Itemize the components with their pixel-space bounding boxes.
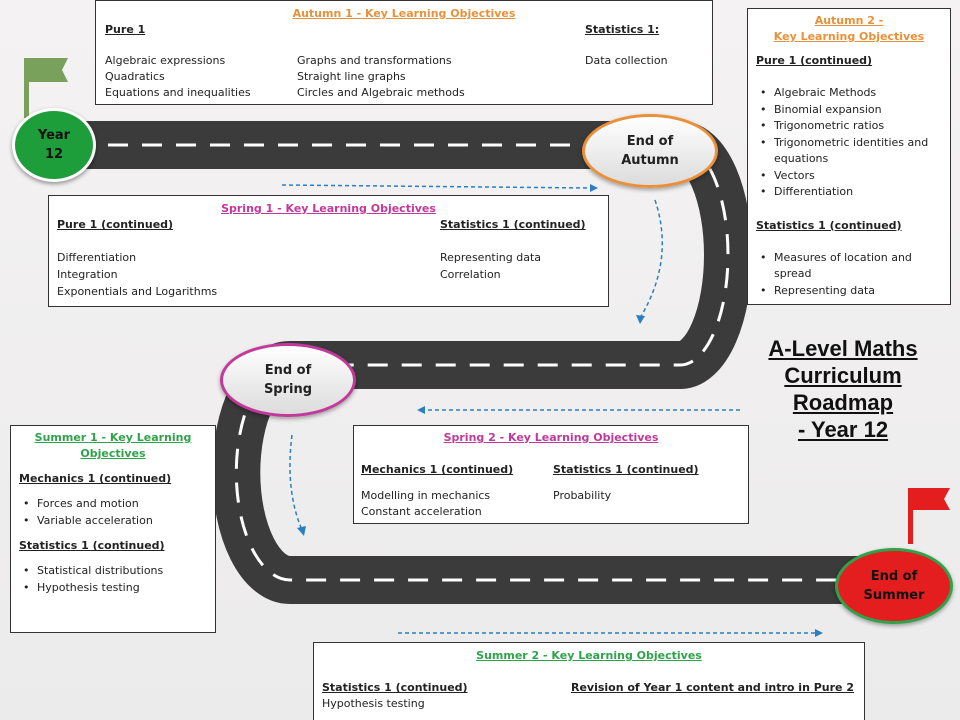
- autumn1-item: Quadratics: [105, 70, 165, 83]
- list-item: Representing data: [760, 283, 942, 300]
- spring2-stats-heading: Statistics 1 (continued): [553, 463, 699, 476]
- autumn1-item: Straight line graphs: [297, 70, 406, 83]
- start-marker-line1: Year: [37, 128, 71, 143]
- arrowhead-spring: [417, 406, 425, 414]
- list-item: Forces and motion: [23, 496, 207, 513]
- summer-marker-line2: Summer: [863, 588, 925, 603]
- list-item: Statistical distributions: [23, 563, 207, 580]
- autumn2-objectives-box: Autumn 2 - Key Learning Objectives Pure …: [747, 8, 951, 305]
- list-item: Measures of location and spread: [760, 250, 942, 283]
- list-item: Differentiation: [57, 251, 137, 264]
- spring2-mech-heading: Mechanics 1 (continued): [361, 463, 514, 476]
- arrowhead-spring-curve: [297, 526, 306, 536]
- list-item: Modelling in mechanics: [361, 489, 491, 502]
- summer2-stats-list: Hypothesis testing: [322, 696, 425, 712]
- title-line: A-Level Maths: [768, 336, 918, 361]
- summer1-stats-list: Statistical distributions Hypothesis tes…: [19, 563, 207, 596]
- summer2-stats-heading: Statistics 1 (continued): [322, 681, 468, 694]
- spring-marker-line1: End of: [264, 363, 312, 378]
- autumn1-stats-heading: Statistics 1:: [585, 23, 660, 36]
- summer1-mech-list: Forces and motion Variable acceleration: [19, 496, 207, 529]
- start-flag-icon: [24, 58, 68, 118]
- spring1-pure-list: Differentiation Integration Exponentials…: [57, 249, 217, 300]
- title-line: - Year 12: [797, 417, 889, 442]
- summer1-stats-heading: Statistics 1 (continued): [19, 539, 165, 552]
- autumn1-col2: Graphs and transformations Straight line…: [297, 53, 465, 101]
- summer1-objectives-box: Summer 1 - Key Learning Objectives Mecha…: [10, 425, 216, 633]
- autumn2-title-line2: Key Learning Objectives: [773, 30, 925, 43]
- list-item: Trigonometric identities and equations: [760, 135, 942, 168]
- autumn1-item: Equations and inequalities: [105, 86, 251, 99]
- list-item: Probability: [553, 489, 612, 502]
- spring1-stats-list: Representing data Correlation: [440, 249, 541, 283]
- start-marker-line2: 12: [44, 147, 64, 162]
- end-of-spring-marker: End of Spring: [220, 343, 356, 417]
- autumn1-col1: Algebraic expressions Quadratics Equatio…: [105, 53, 251, 101]
- list-item: Representing data: [440, 251, 542, 264]
- list-item: Algebraic Methods: [760, 85, 942, 102]
- spring1-stats-heading: Statistics 1 (continued): [440, 218, 586, 231]
- list-item: Correlation: [440, 268, 501, 281]
- year-12-start-marker: Year 12: [12, 108, 96, 182]
- summer1-mech-heading: Mechanics 1 (continued): [19, 472, 172, 485]
- page-title: A-Level Maths Curriculum Roadmap - Year …: [748, 335, 938, 443]
- spring-marker-line2: Spring: [263, 382, 313, 397]
- arrow-spring-curve: [289, 434, 303, 531]
- finish-flag-icon: [908, 488, 950, 544]
- spring2-mech-list: Modelling in mechanics Constant accelera…: [361, 488, 490, 520]
- list-item: Integration: [57, 268, 118, 281]
- summer2-revision-heading: Revision of Year 1 content and intro in …: [570, 681, 854, 694]
- arrowhead-summer: [815, 629, 823, 637]
- end-of-autumn-marker: End of Autumn: [582, 114, 718, 188]
- autumn1-item: Circles and Algebraic methods: [297, 86, 465, 99]
- list-item: Binomial expansion: [760, 102, 942, 119]
- list-item: Trigonometric ratios: [760, 118, 942, 135]
- autumn1-pure-heading: Pure 1: [105, 23, 146, 36]
- spring2-title: Spring 2 - Key Learning Objectives: [443, 431, 659, 444]
- arrowhead-autumn-curve: [636, 315, 645, 324]
- autumn-marker-line1: End of: [626, 134, 674, 149]
- summer1-title-line2: Objectives: [80, 447, 146, 460]
- autumn1-title: Autumn 1 - Key Learning Objectives: [292, 7, 516, 20]
- list-item: Hypothesis testing: [23, 580, 207, 597]
- arrow-autumn: [281, 184, 591, 189]
- autumn1-col3: Data collection: [585, 53, 668, 69]
- spring1-objectives-box: Spring 1 - Key Learning Objectives Pure …: [48, 195, 609, 307]
- summer1-title: Summer 1 - Key Learning Objectives: [19, 430, 207, 462]
- summer1-title-line1: Summer 1 - Key Learning: [34, 431, 192, 444]
- end-of-summer-marker: End of Summer: [835, 548, 953, 624]
- list-item: Hypothesis testing: [322, 697, 425, 710]
- spring1-pure-heading: Pure 1 (continued): [57, 218, 174, 231]
- spring2-objectives-box: Spring 2 - Key Learning Objectives Mecha…: [353, 425, 749, 524]
- autumn2-title: Autumn 2 - Key Learning Objectives: [756, 13, 942, 45]
- autumn2-stats-list: Measures of location and spread Represen…: [756, 250, 942, 300]
- list-item: Vectors: [760, 168, 942, 185]
- autumn2-pure-list: Algebraic Methods Binomial expansion Tri…: [756, 85, 942, 201]
- autumn2-pure-heading: Pure 1 (continued): [756, 54, 873, 67]
- arrowhead-autumn: [590, 184, 598, 192]
- spring1-title: Spring 1 - Key Learning Objectives: [221, 202, 436, 215]
- summer2-title: Summer 2 - Key Learning Objectives: [476, 649, 702, 662]
- autumn1-item: Graphs and transformations: [297, 54, 452, 67]
- list-item: Variable acceleration: [23, 513, 207, 530]
- list-item: Differentiation: [760, 184, 942, 201]
- title-line: Curriculum: [784, 363, 902, 388]
- autumn2-title-line1: Autumn 2 -: [814, 14, 884, 27]
- autumn2-stats-heading: Statistics 1 (continued): [756, 218, 902, 232]
- autumn1-objectives-box: Autumn 1 - Key Learning Objectives Pure …: [95, 0, 713, 105]
- road-center-line: [40, 143, 890, 582]
- spring2-stats-list: Probability: [553, 488, 611, 504]
- title-line: Roadmap: [792, 390, 894, 415]
- list-item: Exponentials and Logarithms: [57, 285, 218, 298]
- arrow-autumn-curve: [639, 199, 663, 319]
- autumn1-item: Data collection: [585, 54, 668, 67]
- summer-marker-line1: End of: [870, 569, 918, 584]
- autumn-marker-line2: Autumn: [621, 153, 679, 168]
- summer2-objectives-box: Summer 2 - Key Learning Objectives Stati…: [313, 642, 865, 720]
- autumn1-item: Algebraic expressions: [105, 54, 226, 67]
- list-item: Constant acceleration: [361, 505, 482, 518]
